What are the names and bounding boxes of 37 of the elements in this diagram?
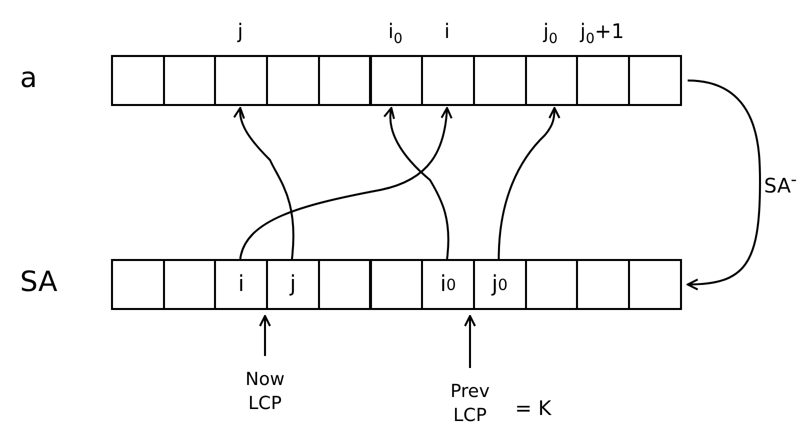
array bbox=[20, 259, 680, 310]
index-label: j bbox=[236, 19, 244, 43]
array-cell bbox=[214, 55, 268, 106]
array-cell bbox=[576, 55, 630, 106]
array-cell bbox=[162, 259, 216, 310]
pointer-label: Prev LCP bbox=[433, 380, 507, 428]
index-label: i$_{0}$ bbox=[387, 19, 404, 47]
array-cell bbox=[370, 259, 424, 310]
array-cell: j bbox=[266, 259, 320, 310]
arrow bbox=[498, 107, 560, 260]
array-cell: i bbox=[214, 259, 268, 310]
array-cell bbox=[318, 55, 372, 106]
arrow bbox=[384, 107, 450, 260]
index-label: j$_{0}$+1 bbox=[578, 19, 626, 47]
pointer-label: Now LCP bbox=[230, 368, 300, 416]
array-cell bbox=[524, 259, 578, 310]
array-cell bbox=[628, 55, 682, 106]
array-cell bbox=[111, 259, 165, 310]
arrow bbox=[239, 107, 452, 260]
index-label: j$_{0}$ bbox=[542, 19, 559, 47]
arrow bbox=[259, 315, 271, 356]
array-cell bbox=[524, 55, 578, 106]
equation-text: = K bbox=[515, 396, 552, 420]
array-name: SA bbox=[20, 267, 58, 297]
index-label: i bbox=[443, 19, 451, 43]
array-cell bbox=[111, 55, 165, 106]
arrow bbox=[234, 107, 294, 260]
array-cell bbox=[576, 259, 630, 310]
array-cell bbox=[162, 55, 216, 106]
array-cell bbox=[318, 259, 372, 310]
array-cell bbox=[421, 55, 475, 106]
array-cell bbox=[472, 55, 527, 106]
array-name: a bbox=[20, 63, 38, 93]
array-cell bbox=[266, 55, 320, 106]
array-cell bbox=[628, 259, 682, 310]
array-cell bbox=[370, 55, 424, 106]
arrow bbox=[464, 315, 476, 368]
